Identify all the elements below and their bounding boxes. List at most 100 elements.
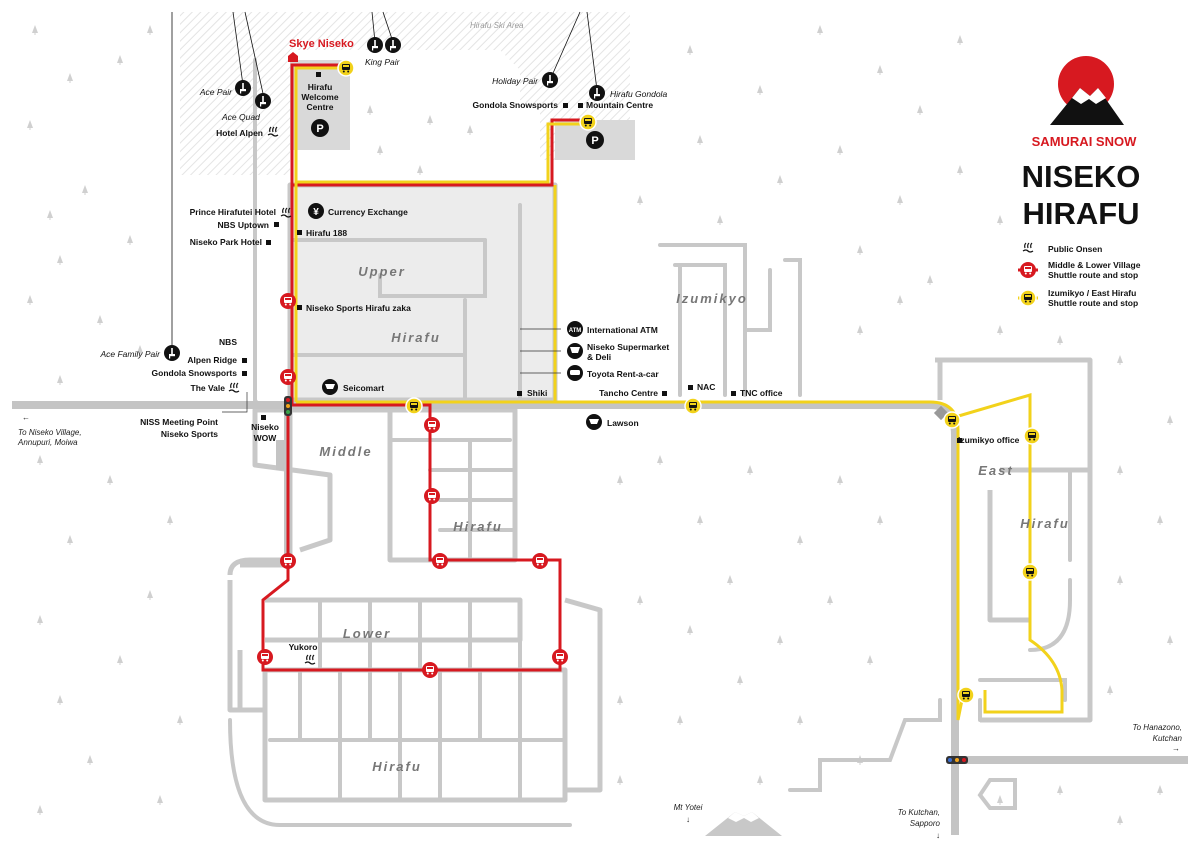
- svg-text:Hirafu: Hirafu: [453, 519, 503, 534]
- lift-icon: [235, 80, 251, 96]
- svg-text:Centre: Centre: [307, 102, 334, 112]
- svg-text:Shuttle route and stop: Shuttle route and stop: [1048, 270, 1138, 280]
- ski-area: Hirafu Ski Area: [180, 12, 630, 175]
- red-stop: [257, 649, 273, 665]
- direction-labels: ← To Niseko Village, Annupuri, Moiwa To …: [17, 413, 1183, 840]
- red-shuttle-route: [261, 63, 588, 672]
- svg-text:Hirafu Gondola: Hirafu Gondola: [610, 89, 667, 99]
- legend-onsen-label: Public Onsen: [1048, 244, 1102, 254]
- svg-text:Lawson: Lawson: [607, 418, 639, 428]
- red-stop: [280, 369, 296, 385]
- svg-text:Mountain Centre: Mountain Centre: [586, 100, 653, 110]
- skye-niseko-marker: Skye Niseko: [288, 38, 354, 62]
- lift-icon: [542, 72, 558, 88]
- svg-text:Hirafu 188: Hirafu 188: [306, 228, 347, 238]
- svg-text:Yukoro: Yukoro: [289, 642, 318, 652]
- svg-text:To Hanazono,: To Hanazono,: [1132, 723, 1182, 732]
- svg-text:To Kutchan,: To Kutchan,: [898, 808, 940, 817]
- yellow-stop: [684, 397, 702, 415]
- svg-text:& Deli: & Deli: [587, 352, 611, 362]
- service-icons: ¥ ATM: [222, 126, 602, 665]
- lift-icon: [367, 37, 383, 53]
- lift-icon: [164, 345, 180, 361]
- svg-text:Middle & Lower Village: Middle & Lower Village: [1048, 260, 1141, 270]
- red-stop: [432, 553, 448, 569]
- svg-text:P: P: [316, 123, 323, 135]
- svg-text:Currency Exchange: Currency Exchange: [328, 207, 408, 217]
- svg-text:↓: ↓: [936, 831, 940, 840]
- svg-text:NISS Meeting Point: NISS Meeting Point: [140, 417, 218, 427]
- svg-text:Mt Yotei: Mt Yotei: [674, 803, 703, 812]
- place-markers: [242, 72, 962, 443]
- svg-text:East: East: [978, 463, 1013, 478]
- svg-text:Niseko Sports: Niseko Sports: [161, 429, 218, 439]
- currency-icon: [308, 203, 324, 219]
- area-labels: Upper Hirafu Izumikyo Middle Hirafu Lowe…: [319, 264, 1067, 774]
- svg-text:Kutchan: Kutchan: [1153, 734, 1183, 743]
- red-stop: [424, 417, 440, 433]
- mt-yotei-icon: [705, 812, 782, 836]
- svg-text:Niseko Supermarket: Niseko Supermarket: [587, 342, 669, 352]
- svg-text:International ATM: International ATM: [587, 325, 658, 335]
- svg-text:TNC office: TNC office: [740, 388, 783, 398]
- svg-text:Middle: Middle: [319, 444, 372, 459]
- logo-text: SAMURAI SNOW: [1032, 134, 1137, 149]
- svg-text:Gondola Snowsports: Gondola Snowsports: [473, 100, 559, 110]
- yellow-stop: [1023, 427, 1041, 445]
- samurai-snow-logo: SAMURAI SNOW NISEKO HIRAFU: [1022, 56, 1140, 231]
- svg-text:Upper: Upper: [358, 264, 406, 279]
- svg-text:Alpen Ridge: Alpen Ridge: [187, 355, 237, 365]
- svg-text:←: ←: [22, 413, 30, 422]
- svg-text:Lower: Lower: [343, 626, 391, 641]
- svg-text:Sapporo: Sapporo: [910, 819, 941, 828]
- svg-text:Hotel Alpen: Hotel Alpen: [216, 128, 263, 138]
- streets: [228, 58, 1072, 827]
- yellow-stop: [579, 113, 597, 131]
- svg-text:King Pair: King Pair: [365, 57, 401, 67]
- svg-text:Ace Family Pair: Ace Family Pair: [99, 349, 161, 359]
- svg-text:Izumikyo office: Izumikyo office: [958, 435, 1020, 445]
- lift-labels: Ace Pair Ace Quad King Pair Holiday Pair…: [99, 57, 667, 359]
- onsen-icon: [228, 382, 240, 393]
- red-stop: [422, 662, 438, 678]
- red-stop: [280, 293, 296, 309]
- skye-niseko-label: Skye Niseko: [289, 38, 354, 50]
- svg-text:Hirafu: Hirafu: [308, 82, 333, 92]
- red-stop: [280, 553, 296, 569]
- svg-text:Seicomart: Seicomart: [343, 383, 384, 393]
- svg-text:Prince Hirafutei Hotel: Prince Hirafutei Hotel: [190, 207, 276, 217]
- yellow-stop: [943, 411, 961, 429]
- place-labels: Hirafu Welcome Centre Hotel Alpen Gondol…: [140, 82, 1020, 652]
- svg-text:The Vale: The Vale: [191, 383, 226, 393]
- atm-icon: [567, 321, 583, 337]
- svg-text:Welcome: Welcome: [301, 92, 338, 102]
- lift-icon: [385, 37, 401, 53]
- svg-text:Shiki: Shiki: [527, 388, 547, 398]
- svg-text:Annupuri, Moiwa: Annupuri, Moiwa: [17, 438, 78, 447]
- red-stop: [424, 488, 440, 504]
- traffic-lights: [284, 396, 968, 764]
- parking-icons: P P: [311, 119, 604, 149]
- lift-icon: [589, 85, 605, 101]
- lift-icon: [255, 93, 271, 109]
- legend-onsen-icon: [1022, 242, 1034, 253]
- svg-text:Izumikyo: Izumikyo: [676, 291, 748, 306]
- title-line-2: HIRAFU: [1022, 196, 1139, 231]
- svg-text:Hirafu: Hirafu: [372, 759, 422, 774]
- legend-yellow-stop: [1019, 289, 1037, 307]
- svg-text:Niseko: Niseko: [251, 422, 279, 432]
- svg-text:Toyota Rent-a-car: Toyota Rent-a-car: [587, 369, 659, 379]
- yellow-stop: [957, 686, 975, 704]
- svg-text:→: →: [1172, 744, 1180, 753]
- svg-text:Holiday Pair: Holiday Pair: [492, 76, 539, 86]
- svg-text:Ace Pair: Ace Pair: [199, 87, 233, 97]
- ski-area-label: Hirafu Ski Area: [470, 21, 524, 30]
- svg-text:Tancho Centre: Tancho Centre: [599, 388, 658, 398]
- yellow-shuttle-route: [294, 66, 1064, 721]
- svg-text:NAC: NAC: [697, 382, 715, 392]
- svg-text:P: P: [591, 135, 598, 147]
- onsen-icon: [304, 654, 316, 665]
- svg-text:Ace Quad: Ace Quad: [221, 112, 260, 122]
- svg-text:Niseko Sports Hirafu zaka: Niseko Sports Hirafu zaka: [306, 303, 411, 313]
